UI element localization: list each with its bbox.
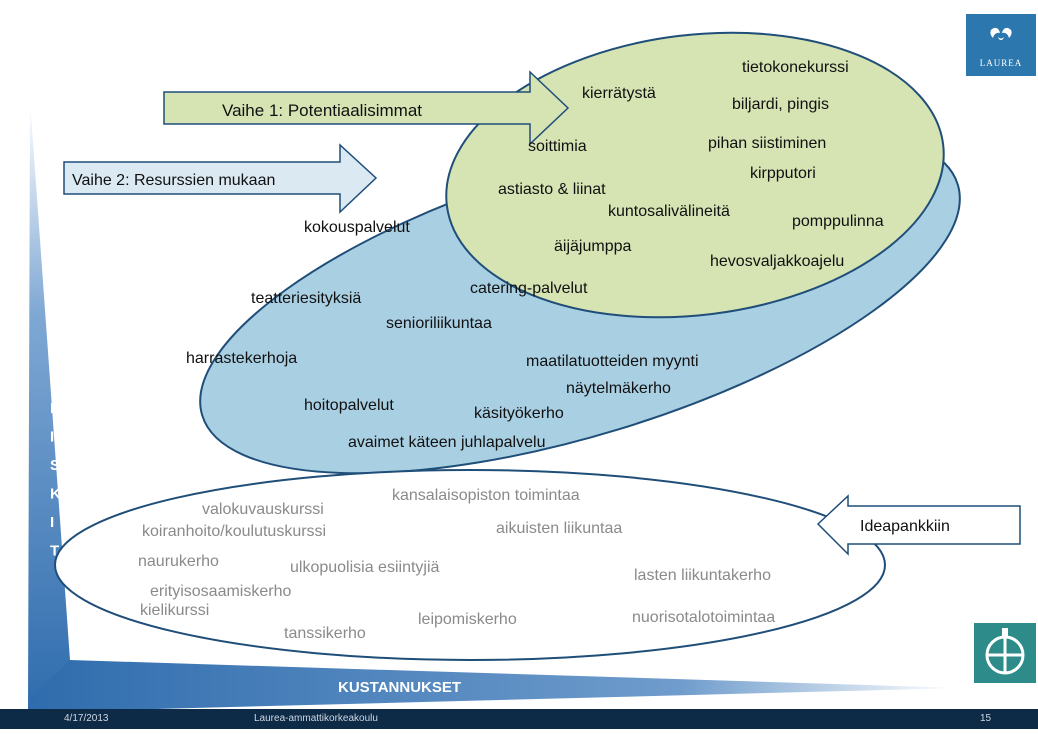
ideabank-item: leipomiskerho (418, 611, 517, 628)
inner-item: kierrätystä (582, 85, 656, 102)
ideabank-item: aikuisten liikuntaa (496, 520, 622, 537)
outer-item: teatteriesityksiä (251, 290, 361, 307)
inner-item: kirpputori (750, 165, 816, 182)
laurea-logo: LAUREA (966, 14, 1036, 76)
ideabank-item: kielikurssi (140, 602, 209, 619)
idea-bank-ellipse (54, 469, 886, 661)
x-axis-wedge (28, 660, 960, 712)
inner-item: kuntosalivälineitä (608, 203, 730, 220)
laurea-logo-icon (990, 27, 1012, 40)
inner-items: kierrätystä tietokonekurssi biljardi, pi… (470, 59, 884, 297)
outer-item: kokouspalvelut (304, 219, 410, 236)
ideabank-item: lasten liikuntakerho (634, 567, 771, 584)
phase1-arrow (163, 70, 570, 146)
inner-item: catering-palvelut (470, 280, 588, 297)
outer-item: harrastekerhoja (186, 350, 297, 367)
emblem-logo (974, 623, 1036, 683)
logo-text: LAUREA (979, 58, 1023, 68)
ideabank-item: erityisosaamiskerho (150, 583, 291, 600)
ideabank-item: kansalaisopiston toimintaa (392, 487, 580, 504)
ideabank-item: koiranhoito/koulutuskurssi (142, 523, 326, 540)
outer-item: senioriliikuntaa (386, 315, 492, 332)
phase2-arrow (63, 143, 378, 214)
ideabank-item: tanssikerho (284, 625, 366, 642)
outer-items: kokouspalvelut teatteriesityksiä seniori… (186, 219, 699, 451)
phase2-label: Vaihe 2: Resurssien mukaan (72, 172, 275, 189)
inner-ellipse (445, 31, 945, 319)
ideabank-item: valokuvauskurssi (202, 501, 324, 518)
outer-item: käsityökerho (474, 405, 564, 422)
ideabank-label: Ideapankkiin (860, 518, 950, 535)
ideabank-item: ulkopuolisia esiintyjiä (290, 559, 440, 576)
inner-item: pihan siistiminen (708, 135, 826, 152)
inner-item: äijäjumppa (554, 238, 631, 255)
inner-item: soittimia (528, 138, 587, 155)
globe-icon (985, 628, 1025, 675)
x-axis-label: KUSTANNUKSET (338, 679, 461, 696)
ideabank-item: naurukerho (138, 553, 219, 570)
footer-bar: 4/17/2013 Laurea-ammattikorkeakoulu 15 (0, 709, 1038, 729)
outer-item: maatilatuotteiden myynti (526, 353, 699, 370)
inner-item: tietokonekurssi (742, 59, 849, 76)
outer-item: hoitopalvelut (304, 397, 394, 414)
footer-date: 4/17/2013 (64, 713, 109, 724)
phase1-label: Vaihe 1: Potentiaalisimmat (222, 101, 422, 120)
footer-org: Laurea-ammattikorkeakoulu (254, 713, 378, 724)
outer-item: näytelmäkerho (566, 380, 671, 397)
inner-item: biljardi, pingis (732, 96, 829, 113)
footer-page: 15 (980, 713, 992, 724)
outer-item: avaimet käteen juhlapalvelu (348, 434, 545, 451)
inner-item: pomppulinna (792, 213, 884, 230)
ideabank-item: nuorisotalotoimintaa (632, 609, 775, 626)
ideabank-arrow (816, 494, 1021, 556)
inner-item: astiasto & liinat (498, 181, 606, 198)
ideabank-items: valokuvauskurssi kansalaisopiston toimin… (138, 487, 775, 642)
inner-item: hevosvaljakkoajelu (710, 253, 844, 270)
